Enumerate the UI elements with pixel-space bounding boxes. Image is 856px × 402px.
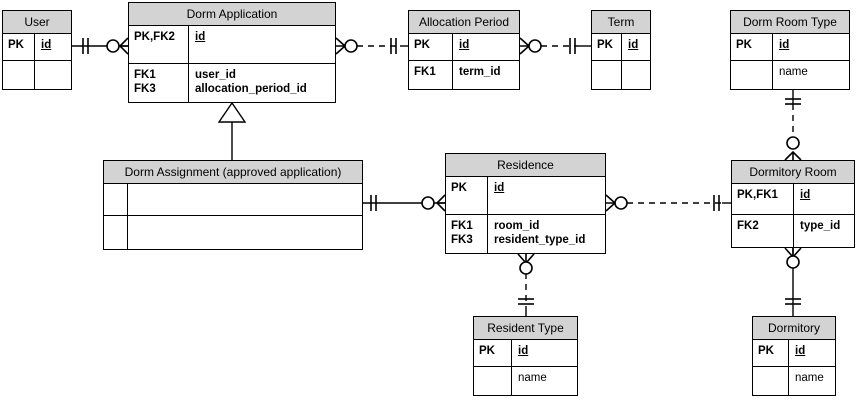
attribute-name: id — [494, 182, 505, 194]
attribute-row: name — [753, 367, 835, 395]
attribute-name: id — [628, 39, 639, 51]
attribute-key: PK,FK1 — [732, 184, 794, 214]
edge-residence-resident-type[interactable] — [517, 253, 535, 316]
attribute-key: PK — [446, 177, 488, 214]
entity-title-dormitory: Dormitory — [753, 317, 835, 340]
entity-title-residence: Residence — [446, 154, 605, 177]
attribute-name — [622, 61, 650, 89]
edge-dorm-room-type-dormitory-room[interactable] — [784, 90, 802, 161]
entity-title-dorm_room_type: Dorm Room Type — [731, 11, 849, 34]
attribute-row: name — [731, 61, 849, 89]
entity-rows-dorm_room_type: PK id name — [731, 34, 849, 89]
attribute-name: type_id — [800, 220, 841, 232]
attribute-row: PK id — [3, 34, 71, 61]
entity-dorm_assignment[interactable]: Dorm Assignment (approved application) — [103, 160, 363, 250]
attribute-row: PK id — [592, 34, 650, 61]
attribute-key — [753, 367, 789, 395]
attribute-row: PK,FK2 id — [129, 26, 335, 64]
attribute-row: PK id — [446, 177, 605, 215]
attribute-name: term_id — [459, 66, 501, 78]
entity-title-dorm_assignment: Dorm Assignment (approved application) — [104, 161, 362, 184]
attribute-key — [474, 367, 512, 395]
edge-dorm-assignment-generalization[interactable] — [217, 101, 247, 160]
entity-title-allocation_period: Allocation Period — [409, 11, 519, 34]
entity-title-dorm_application: Dorm Application — [129, 3, 335, 26]
attribute-key: PK — [409, 34, 453, 60]
entity-title-term: Term — [592, 11, 650, 34]
attribute-row — [104, 216, 362, 249]
attribute-key: FK2 — [732, 215, 794, 247]
edge-allocation-period-term[interactable] — [519, 37, 591, 55]
attribute-key: PK — [731, 34, 773, 60]
attribute-row — [104, 184, 362, 216]
entity-rows-user: PK id — [3, 34, 71, 89]
attribute-row: PK id — [409, 34, 519, 61]
attribute-key: FK1 — [409, 61, 453, 89]
attribute-key: PK — [3, 34, 35, 60]
attribute-name: id — [518, 345, 529, 357]
attribute-row: PK id — [753, 340, 835, 367]
attribute-key — [3, 61, 35, 89]
attribute-name: id — [41, 39, 52, 51]
attribute-name: id — [459, 39, 470, 51]
attribute-row: PK,FK1 id — [732, 184, 854, 215]
attribute-name — [35, 61, 71, 89]
attribute-key: FK1 FK3 — [129, 64, 189, 102]
attribute-name: id — [195, 31, 206, 43]
attribute-key — [104, 216, 128, 249]
attribute-name — [128, 184, 362, 215]
entity-rows-term: PK id — [592, 34, 650, 89]
attribute-name: name — [518, 372, 547, 384]
entity-rows-dorm_assignment — [104, 184, 362, 249]
entity-title-user: User — [3, 11, 71, 34]
edge-dormitory-room-dormitory[interactable] — [784, 247, 802, 316]
edge-dorm-assignment-residence[interactable] — [363, 194, 446, 212]
attribute-row — [3, 61, 71, 89]
edge-dorm-application-allocation-period[interactable] — [335, 37, 408, 55]
attribute-row — [592, 61, 650, 89]
attribute-name: room_id resident_type_id — [494, 220, 586, 247]
attribute-row: FK1 term_id — [409, 61, 519, 89]
entity-title-dormitory_room: Dormitory Room — [732, 161, 854, 184]
edge-user-dorm-application[interactable] — [72, 37, 129, 55]
attribute-name: id — [779, 39, 790, 51]
attribute-name: id — [800, 189, 811, 201]
attribute-name: name — [779, 66, 808, 78]
attribute-key: PK — [474, 340, 512, 366]
edge-residence-dormitory-room[interactable] — [605, 194, 731, 212]
attribute-row: name — [474, 367, 577, 395]
attribute-row: FK2 type_id — [732, 215, 854, 247]
attribute-key: PK,FK2 — [129, 26, 189, 63]
attribute-key: PK — [753, 340, 789, 366]
attribute-name: id — [795, 345, 806, 357]
attribute-name — [128, 216, 362, 249]
attribute-key: PK — [592, 34, 622, 60]
attribute-key — [104, 184, 128, 215]
attribute-name: user_id allocation_period_id — [195, 69, 307, 96]
attribute-name: name — [795, 372, 824, 384]
attribute-key: FK1 FK3 — [446, 215, 488, 253]
entity-title-resident_type: Resident Type — [474, 317, 577, 340]
attribute-key — [731, 61, 773, 89]
attribute-row: PK id — [474, 340, 577, 367]
attribute-row: PK id — [731, 34, 849, 61]
entity-rows-dormitory: PK id name — [753, 340, 835, 395]
entity-rows-resident_type: PK id name — [474, 340, 577, 395]
attribute-key — [592, 61, 622, 89]
